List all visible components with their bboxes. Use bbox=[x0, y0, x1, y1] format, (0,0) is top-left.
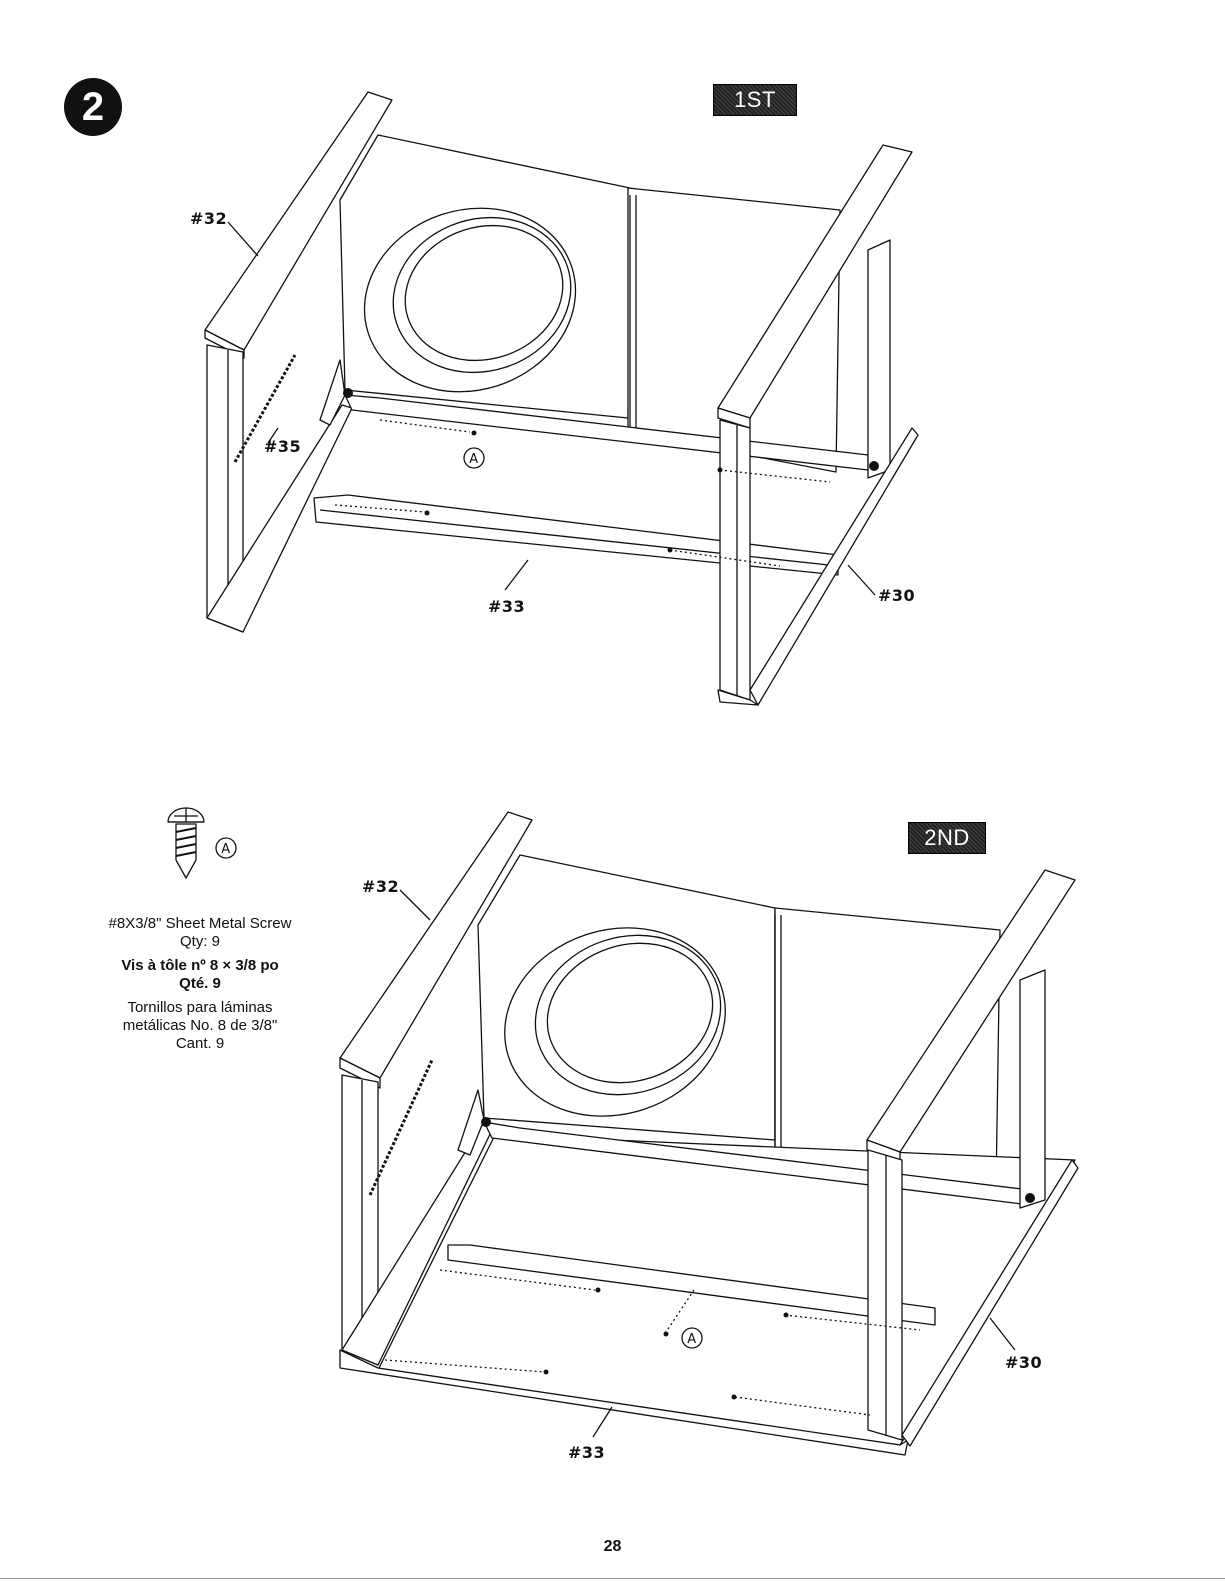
hardware-description: #8X3/8" Sheet Metal Screw Qty: 9 Vis à t… bbox=[75, 915, 325, 1053]
label-part-35-stage1: #35 bbox=[264, 437, 301, 456]
label-part-30-stage1: #30 bbox=[878, 586, 915, 605]
label-part-32-stage2: #32 bbox=[362, 877, 399, 896]
callout-a-hardware: A bbox=[221, 842, 230, 857]
hardware-english-name: #8X3/8" Sheet Metal Screw bbox=[75, 915, 325, 933]
label-part-32-stage1: #32 bbox=[190, 209, 227, 228]
stage-1-assembly bbox=[205, 92, 918, 705]
hardware-french-name: Vis à tôle nº 8 × 3/8 po bbox=[75, 957, 325, 975]
hardware-english-qty: Qty: 9 bbox=[75, 933, 325, 951]
bottom-rule bbox=[0, 1578, 1225, 1579]
label-part-33-stage1: #33 bbox=[488, 597, 525, 616]
page-number: 28 bbox=[0, 1538, 1225, 1556]
stage-2-assembly bbox=[340, 812, 1078, 1455]
hardware-french-qty: Qté. 9 bbox=[75, 975, 325, 993]
hardware-spanish-name-2: metálicas No. 8 de 3/8" bbox=[75, 1017, 325, 1035]
hardware-spanish-qty: Cant. 9 bbox=[75, 1035, 325, 1053]
hardware-spanish-name-1: Tornillos para láminas bbox=[75, 999, 325, 1017]
label-part-30-stage2: #30 bbox=[1005, 1353, 1042, 1372]
label-part-33-stage2: #33 bbox=[568, 1443, 605, 1462]
callout-a-stage2: A bbox=[687, 1332, 696, 1347]
callout-a-stage1: A bbox=[469, 452, 478, 467]
